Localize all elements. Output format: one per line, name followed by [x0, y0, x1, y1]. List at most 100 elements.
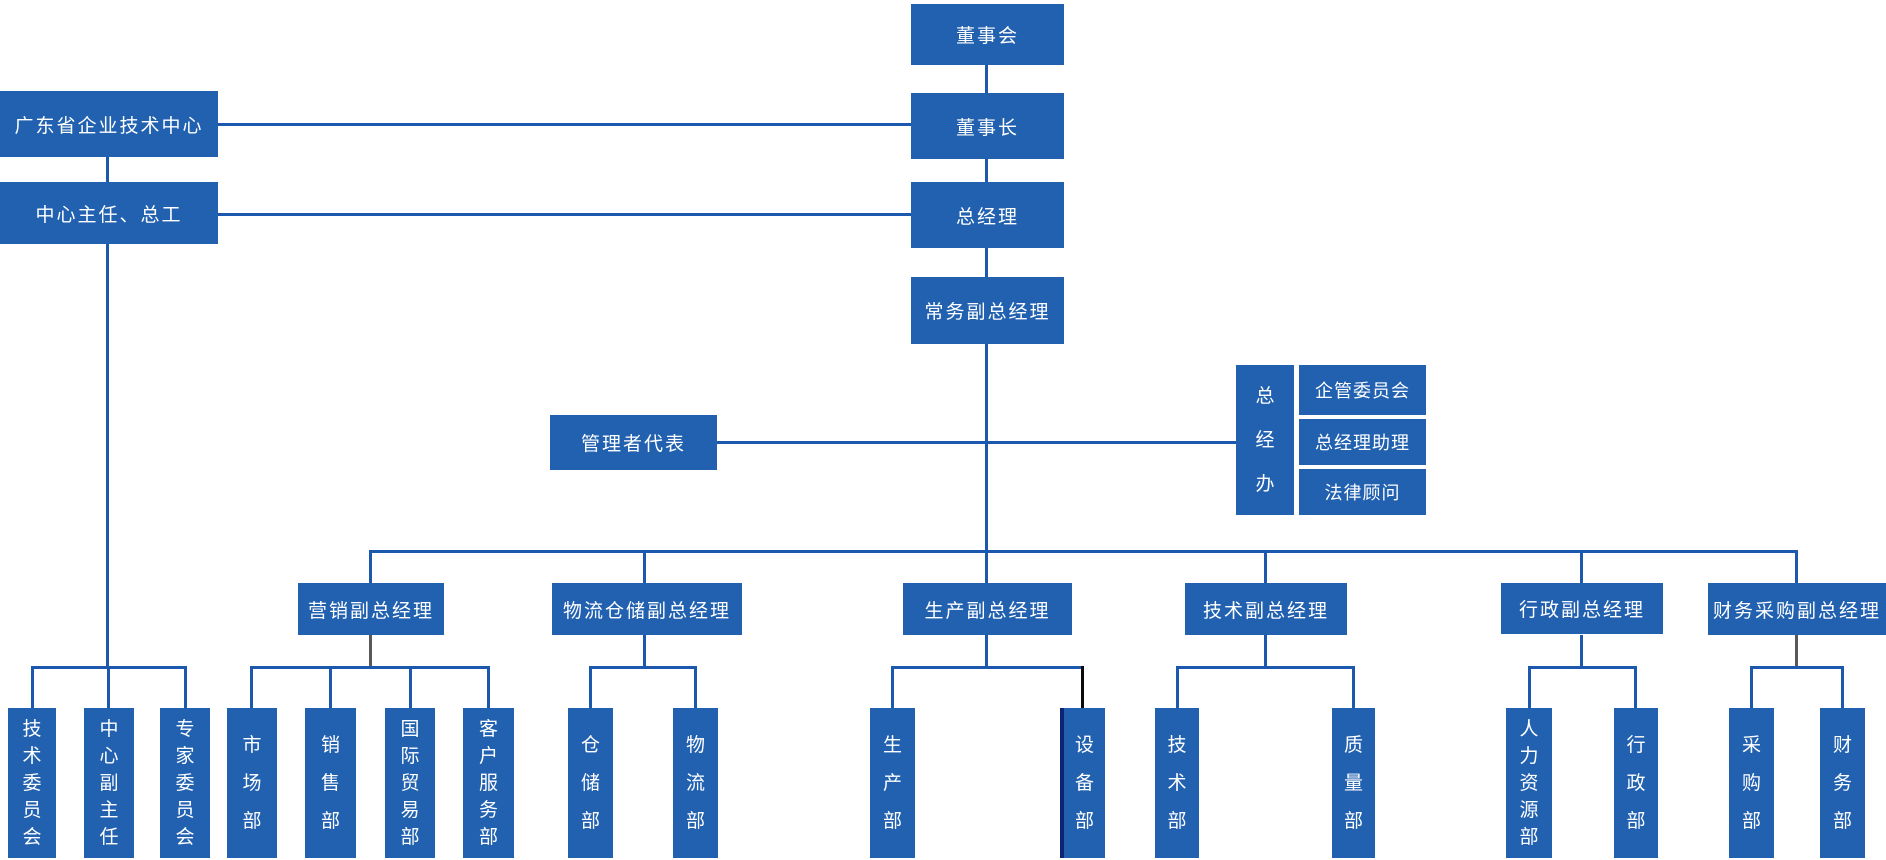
node-gm-assistant-label: 总经理助理	[1315, 433, 1410, 454]
drop-purchasing-dept	[1750, 666, 1753, 708]
stub-finance-vp	[1795, 635, 1798, 666]
drop-logistics-dept	[694, 666, 697, 708]
drop-production-vp	[985, 553, 988, 583]
drop-customer-service-dept	[487, 666, 490, 708]
drop-marketing-vp	[369, 553, 372, 583]
node-board-label: 董事会	[955, 25, 1019, 47]
node-general-manager: 总经理	[911, 182, 1064, 248]
splitter-technical	[1176, 666, 1355, 669]
node-deputy-center-director-label: 中心副主任	[99, 717, 119, 848]
node-chairman-label: 董事长	[955, 116, 1019, 139]
node-finance-vp-label: 财务采购副总经理	[1712, 599, 1881, 622]
node-gm-office-label: 总经办	[1255, 385, 1275, 495]
node-tech-center-label: 广东省企业技术中心	[14, 114, 204, 137]
drop-finance-dept	[1841, 666, 1844, 708]
node-logistics-dept: 物流部	[673, 708, 718, 858]
node-customer-service-dept: 客户服务部	[463, 708, 514, 858]
drop-admin-dept	[1634, 666, 1637, 708]
node-sales-dept: 销售部	[305, 708, 356, 858]
node-tech-center: 广东省企业技术中心	[0, 91, 218, 157]
node-chairman: 董事长	[911, 93, 1064, 159]
drop-deputy-center-director	[107, 666, 110, 708]
connector-director-gm	[218, 213, 911, 216]
node-expert-committee: 专家委员会	[160, 708, 210, 858]
node-finance-vp: 财务采购副总经理	[1708, 583, 1886, 635]
stub-logistics-vp	[643, 635, 646, 666]
node-management-rep: 管理者代表	[550, 415, 717, 470]
node-tech-committee-label: 技术委员会	[22, 717, 42, 848]
node-admin-dept-label: 行政部	[1626, 734, 1646, 832]
connector-mgmtrep-gmoffice	[717, 441, 1236, 444]
node-logistics-vp: 物流仓储副总经理	[552, 583, 742, 635]
node-management-rep-label: 管理者代表	[580, 433, 686, 455]
drop-finance-vp	[1795, 553, 1798, 583]
node-admin-dept: 行政部	[1614, 708, 1658, 858]
node-purchasing-dept-label: 采购部	[1741, 734, 1761, 832]
node-warehouse-dept: 仓储部	[568, 708, 613, 858]
stub-technical-vp	[1264, 635, 1267, 666]
drop-sales-dept	[329, 666, 332, 708]
splitter-production	[891, 666, 1084, 669]
stub-marketing-vp	[369, 635, 372, 666]
connector-vp-distribution	[369, 550, 1798, 553]
node-executive-deputy-gm-label: 常务副总经理	[924, 301, 1051, 323]
node-equipment-dept-label: 设备部	[1074, 734, 1094, 832]
node-admin-vp-label: 行政副总经理	[1518, 599, 1645, 621]
connector-techcenter-chairman	[218, 123, 911, 126]
connector-chairman-gm	[985, 159, 988, 182]
drop-expert-committee	[184, 666, 187, 708]
drop-tech-committee	[31, 666, 34, 708]
node-production-dept: 生产部	[870, 708, 915, 858]
node-production-vp-label: 生产副总经理	[924, 599, 1051, 622]
node-deputy-center-director: 中心副主任	[84, 708, 134, 858]
drop-intl-trade-dept	[409, 666, 412, 708]
node-enterprise-mgmt-committee: 企管委员会	[1299, 365, 1426, 415]
drop-market-dept	[250, 666, 253, 708]
node-expert-committee-label: 专家委员会	[175, 717, 195, 848]
node-technology-dept-label: 技术部	[1167, 734, 1187, 832]
node-quality-dept: 质量部	[1332, 708, 1375, 858]
node-quality-dept-label: 质量部	[1343, 734, 1363, 832]
splitter-admin	[1528, 666, 1637, 669]
drop-warehouse-dept	[589, 666, 592, 708]
splitter-logistics	[589, 666, 697, 669]
connector-techcenter-director	[106, 157, 109, 182]
drop-admin-vp	[1580, 553, 1583, 583]
drop-quality-dept	[1352, 666, 1355, 708]
node-hr-dept: 人力资源部	[1506, 708, 1552, 858]
node-logistics-dept-label: 物流部	[685, 734, 705, 832]
node-finance-dept: 财务部	[1820, 708, 1865, 858]
node-market-dept-label: 市场部	[242, 734, 262, 832]
node-customer-service-dept-label: 客户服务部	[478, 717, 498, 848]
node-intl-trade-dept-label: 国际贸易部	[400, 717, 420, 848]
node-intl-trade-dept: 国际贸易部	[385, 708, 435, 858]
node-logistics-vp-label: 物流仓储副总经理	[562, 599, 731, 622]
connector-gm-evp	[985, 248, 988, 277]
drop-production-dept	[891, 666, 894, 708]
drop-technology-dept	[1176, 666, 1179, 708]
node-executive-deputy-gm: 常务副总经理	[911, 277, 1064, 344]
node-warehouse-dept-label: 仓储部	[580, 734, 600, 832]
node-gm-assistant: 总经理助理	[1299, 419, 1426, 465]
drop-equipment-dept	[1081, 666, 1084, 708]
node-general-manager-label: 总经理	[955, 205, 1019, 228]
drop-hr-dept	[1528, 666, 1531, 708]
node-marketing-vp-label: 营销副总经理	[307, 599, 434, 622]
node-finance-dept-label: 财务部	[1832, 734, 1852, 832]
node-center-director-label: 中心主任、总工	[35, 203, 183, 226]
node-tech-committee: 技术委员会	[8, 708, 56, 858]
node-legal-advisor-label: 法律顾问	[1324, 483, 1401, 504]
connector-board-chairman	[985, 65, 988, 93]
node-equipment-dept: 设备部	[1060, 708, 1105, 858]
node-board: 董事会	[911, 4, 1064, 65]
node-technology-dept: 技术部	[1155, 708, 1199, 858]
node-sales-dept-label: 销售部	[320, 734, 340, 832]
stub-admin-vp	[1580, 635, 1583, 666]
node-hr-dept-label: 人力资源部	[1519, 717, 1539, 848]
node-market-dept: 市场部	[227, 708, 277, 858]
stub-production-vp	[985, 635, 988, 666]
node-purchasing-dept: 采购部	[1729, 708, 1774, 858]
node-legal-advisor: 法律顾问	[1299, 469, 1426, 515]
node-admin-vp: 行政副总经理	[1501, 583, 1663, 634]
